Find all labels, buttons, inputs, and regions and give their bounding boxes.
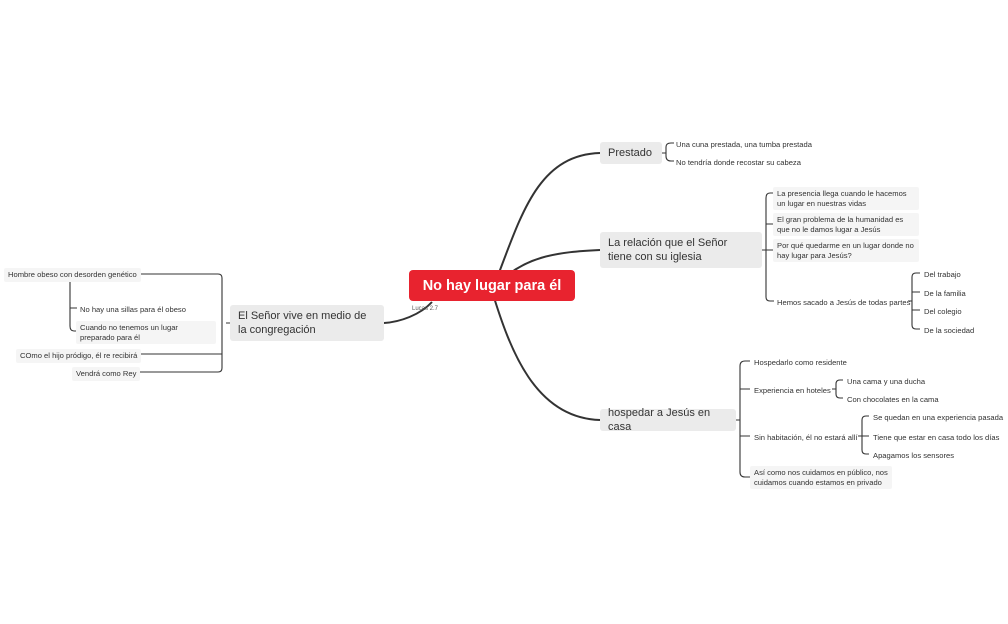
leaf-relacion-4[interactable]: Hemos sacado a Jesús de todas partes: [777, 298, 911, 307]
leaf-sacado-sociedad[interactable]: De la sociedad: [924, 326, 975, 335]
topic-senor[interactable]: El Señor vive en medio de la congregació…: [230, 305, 384, 341]
root-note: Lucas 2.7: [412, 306, 439, 312]
leaf-hospedar-4[interactable]: Así como nos cuidamos en público, nos cu…: [750, 466, 892, 489]
leaf-prestado-1[interactable]: Una cuna prestada, una tumba prestada: [676, 140, 812, 149]
leaf-sacado-trabajo[interactable]: Del trabajo: [924, 270, 961, 279]
leaf-senor-3[interactable]: Vendrá como Rey: [72, 367, 141, 381]
leaf-hospedar-1[interactable]: Hospedarlo como residente: [754, 358, 847, 367]
topic-relacion[interactable]: La relación que el Señor tiene con su ig…: [600, 232, 762, 268]
link-hospedar: [491, 290, 601, 421]
leaf-relacion-2[interactable]: El gran problema de la humanidad es que …: [773, 213, 919, 236]
leaf-relacion-1[interactable]: La presencia llega cuando le hacemos un …: [773, 187, 919, 210]
leaf-relacion-3[interactable]: Por qué quedarme en un lugar donde no ha…: [773, 239, 919, 262]
topic-prestado[interactable]: Prestado: [600, 142, 662, 164]
link-senor: [383, 301, 433, 324]
leaf-senor-1[interactable]: Hombre obeso con desorden genético: [4, 268, 141, 282]
leaf-sacado-familia[interactable]: De la familia: [924, 289, 966, 298]
leaf-prestado-2[interactable]: No tendría donde recostar su cabeza: [676, 158, 801, 167]
leaf-sacado-colegio[interactable]: Del colegio: [924, 307, 962, 316]
leaf-obeso-2[interactable]: Cuando no tenemos un lugar preparado par…: [76, 321, 216, 344]
leaf-habitacion-2[interactable]: Tiene que estar en casa todo los días: [873, 433, 1000, 442]
link-prestado: [491, 152, 601, 292]
leaf-obeso-1[interactable]: No hay una sillas para él obeso: [80, 305, 186, 314]
leaf-hospedar-3[interactable]: Sin habitación, él no estará allí: [754, 433, 858, 442]
topic-hospedar[interactable]: hospedar a Jesús en casa: [600, 407, 736, 433]
leaf-hoteles-1[interactable]: Una cama y una ducha: [847, 377, 926, 386]
root-topic[interactable]: No hay lugar para él: [409, 270, 575, 301]
leaf-hoteles-2[interactable]: Con chocolates en la cama: [847, 395, 939, 404]
leaf-habitacion-3[interactable]: Apagamos los sensores: [873, 451, 955, 460]
leaf-habitacion-1[interactable]: Se quedan en una experiencia pasada: [873, 413, 1004, 422]
leaf-hospedar-2[interactable]: Experiencia en hoteles: [754, 386, 831, 395]
leaf-senor-2[interactable]: COmo el hijo pródigo, él re recibirá: [16, 349, 142, 363]
